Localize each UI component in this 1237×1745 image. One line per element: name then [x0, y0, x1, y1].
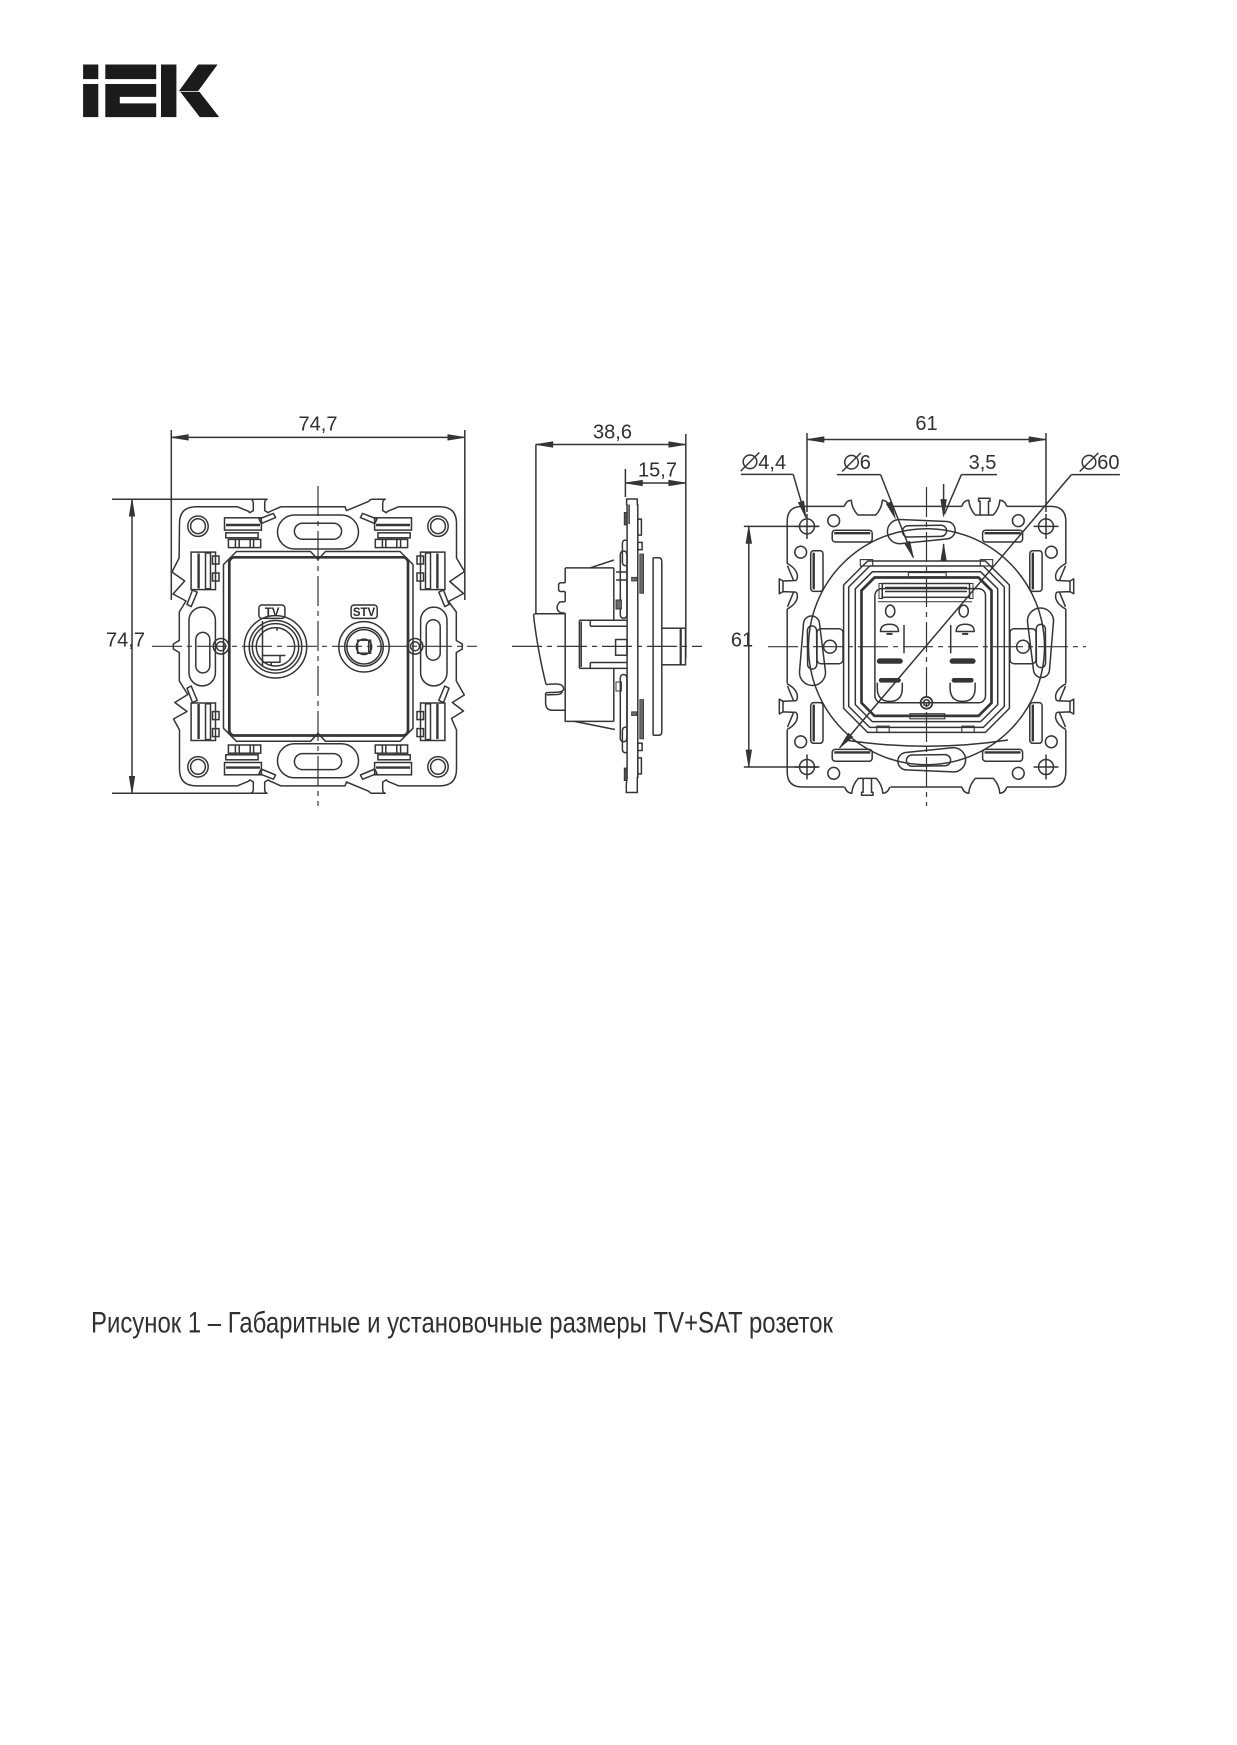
svg-text:61: 61 — [915, 413, 937, 435]
svg-text:61: 61 — [731, 630, 753, 652]
svg-text:3,5: 3,5 — [969, 452, 997, 474]
svg-text:15,7: 15,7 — [638, 460, 677, 482]
svg-text:6: 6 — [860, 452, 871, 474]
svg-text:TV: TV — [265, 607, 280, 619]
svg-text:Рисунок 1 – Габаритные и уста: Рисунок 1 – Габаритные и установочные ра… — [91, 1307, 834, 1340]
svg-text:74,7: 74,7 — [106, 629, 145, 651]
svg-text:4,4: 4,4 — [758, 452, 786, 474]
svg-text:STV: STV — [353, 607, 376, 619]
svg-text:60: 60 — [1097, 452, 1119, 474]
svg-text:74,7: 74,7 — [299, 414, 338, 436]
svg-text:38,6: 38,6 — [593, 421, 632, 443]
